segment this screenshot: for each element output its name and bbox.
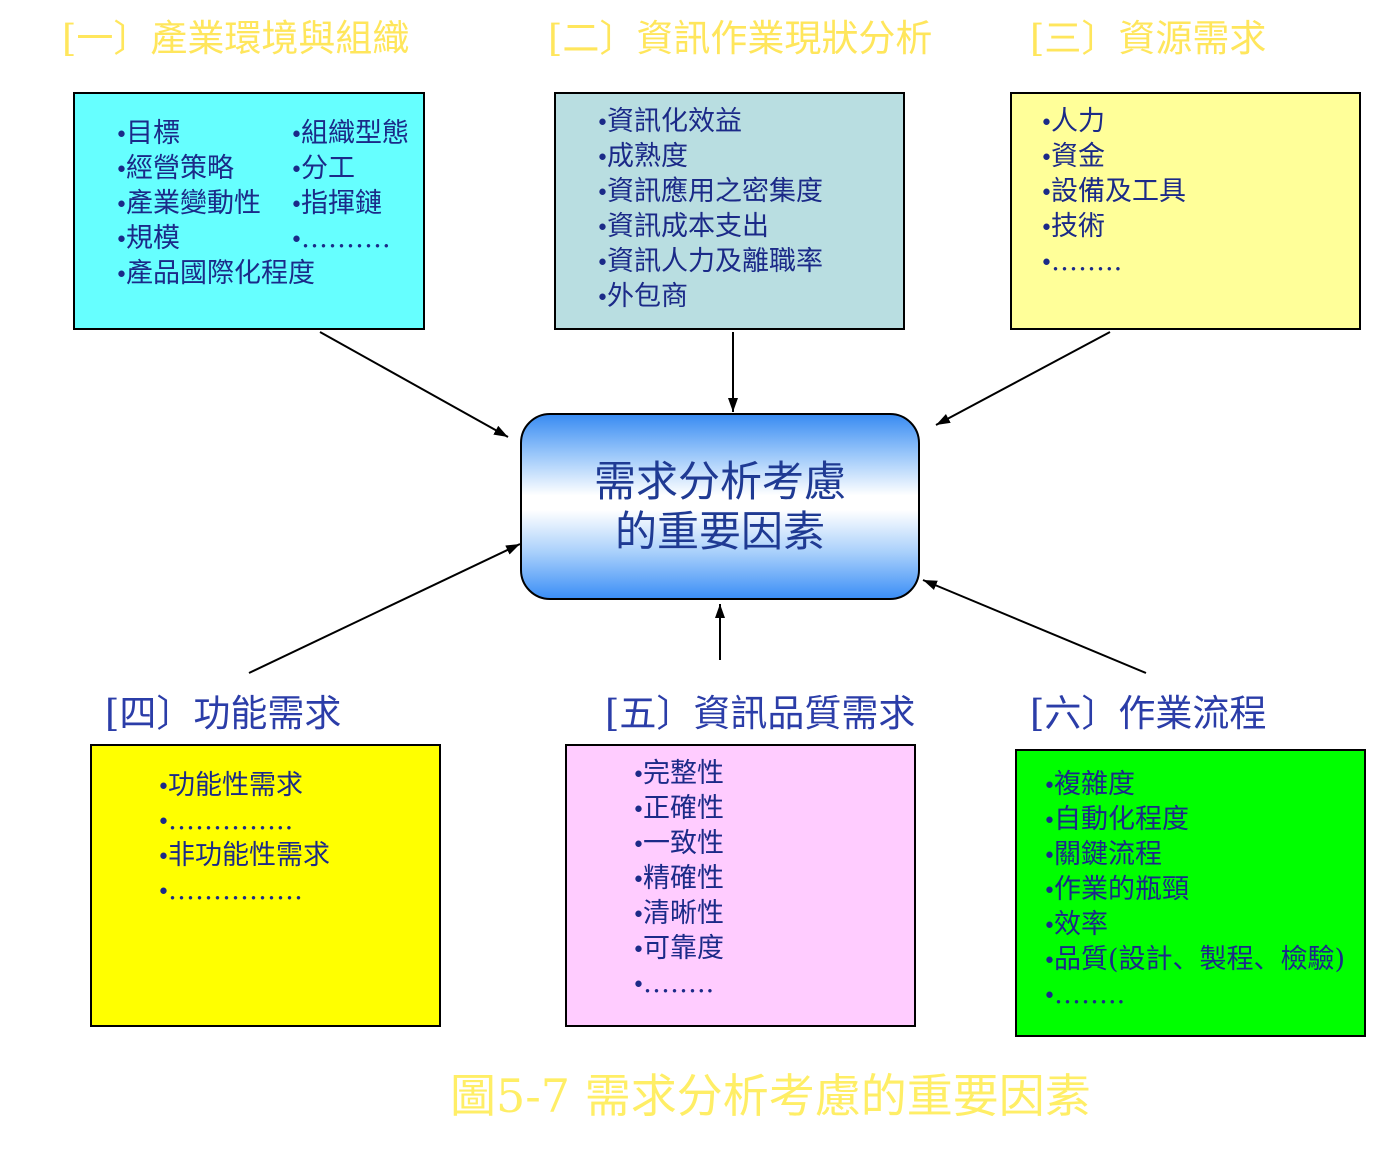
list-item: 效率	[1043, 907, 1345, 942]
list-item: 設備及工具	[1040, 174, 1186, 209]
list-item: …………..	[157, 803, 330, 838]
list-item: 規模	[115, 221, 315, 256]
center-node: 需求分析考慮 的重要因素	[520, 413, 920, 600]
list-item: 完整性	[632, 756, 724, 791]
list-item: 組織型態	[290, 116, 409, 151]
box-resource-requirements-list: 人力 資金 設備及工具 技術 ……..	[1040, 104, 1186, 279]
list-item: 作業的瓶頸	[1043, 872, 1345, 907]
heading-functional-requirements: [四〕功能需求	[105, 692, 342, 735]
arrow-industry-to-center	[319, 331, 509, 438]
list-item: 資金	[1040, 139, 1186, 174]
list-item: 產業變動性	[115, 186, 315, 221]
list-item: 自動化程度	[1043, 802, 1345, 837]
list-item: ……………	[157, 873, 330, 908]
box-information-quality: 完整性 正確性 一致性 精確性 清晰性 可靠度 ……..	[565, 744, 916, 1027]
list-item: 複雜度	[1043, 767, 1345, 802]
list-item: 人力	[1040, 104, 1186, 139]
box-business-process: 複雜度 自動化程度 關鍵流程 作業的瓶頸 效率 品質(設計、製程、檢驗) …….…	[1015, 749, 1366, 1037]
list-item: 產品國際化程度	[115, 256, 315, 291]
box-industry-environment: 目標 經營策略 產業變動性 規模 產品國際化程度 組織型態 分工 指揮鏈 …………	[73, 92, 425, 330]
center-node-line-2: 的重要因素	[614, 506, 825, 556]
heading-resource-requirements: [三〕資源需求	[1030, 17, 1267, 60]
list-item: 精確性	[632, 861, 724, 896]
box-functional-requirements: 功能性需求 ………….. 非功能性需求 ……………	[90, 744, 441, 1027]
box-industry-environment-col-left: 目標 經營策略 產業變動性 規模 產品國際化程度	[115, 116, 315, 291]
list-item: 功能性需求	[157, 768, 330, 803]
list-item: 非功能性需求	[157, 838, 330, 873]
list-item: ……..	[632, 966, 724, 1001]
heading-business-process: [六〕作業流程	[1030, 692, 1267, 735]
list-item: 資訊化效益	[596, 104, 823, 139]
box-resource-requirements: 人力 資金 設備及工具 技術 ……..	[1010, 92, 1361, 330]
heading-industry-environment: [一〕產業環境與組織	[62, 17, 410, 60]
arrow-functional-to-center	[248, 543, 521, 674]
arrow-resources-to-center	[935, 331, 1111, 426]
figure-caption: 圖5-7 需求分析考慮的重要因素	[450, 1069, 1091, 1123]
list-item: 一致性	[632, 826, 724, 861]
heading-information-quality: [五〕資訊品質需求	[605, 692, 916, 735]
list-item: 關鍵流程	[1043, 837, 1345, 872]
list-item: 正確性	[632, 791, 724, 826]
center-node-line-1: 需求分析考慮	[593, 456, 846, 506]
box-it-status-analysis: 資訊化效益 成熟度 資訊應用之密集度 資訊成本支出 資訊人力及離職率 外包商	[554, 92, 905, 330]
list-item: 資訊成本支出	[596, 209, 823, 244]
list-item: 目標	[115, 116, 315, 151]
list-item: 分工	[290, 151, 409, 186]
list-item: 品質(設計、製程、檢驗)	[1043, 942, 1345, 977]
list-item: 經營策略	[115, 151, 315, 186]
list-item: 成熟度	[596, 139, 823, 174]
list-item: 外包商	[596, 279, 823, 314]
list-item: ……….	[290, 221, 409, 256]
list-item: 資訊人力及離職率	[596, 244, 823, 279]
box-functional-requirements-list: 功能性需求 ………….. 非功能性需求 ……………	[157, 768, 330, 908]
list-item: 指揮鏈	[290, 186, 409, 221]
list-item: 可靠度	[632, 931, 724, 966]
heading-it-status-analysis: [二〕資訊作業現狀分析	[548, 17, 933, 60]
list-item: 資訊應用之密集度	[596, 174, 823, 209]
box-industry-environment-col-right: 組織型態 分工 指揮鏈 ……….	[290, 116, 409, 256]
list-item: 清晰性	[632, 896, 724, 931]
list-item: 技術	[1040, 209, 1186, 244]
box-information-quality-list: 完整性 正確性 一致性 精確性 清晰性 可靠度 ……..	[632, 756, 724, 1001]
list-item: ……..	[1043, 977, 1345, 1012]
box-business-process-list: 複雜度 自動化程度 關鍵流程 作業的瓶頸 效率 品質(設計、製程、檢驗) …….…	[1043, 767, 1345, 1012]
arrow-process-to-center	[922, 579, 1147, 674]
list-item: ……..	[1040, 244, 1186, 279]
box-it-status-analysis-list: 資訊化效益 成熟度 資訊應用之密集度 資訊成本支出 資訊人力及離職率 外包商	[596, 104, 823, 314]
